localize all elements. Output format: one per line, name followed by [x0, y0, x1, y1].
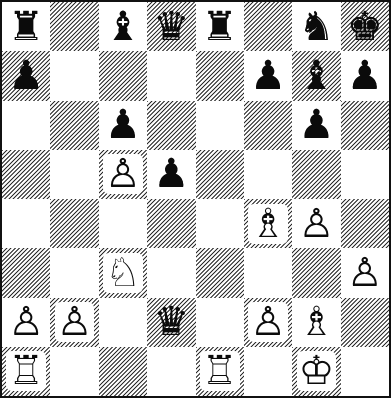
square-d2[interactable]: ♛ [147, 298, 195, 347]
square-e8[interactable]: ♜ [196, 2, 244, 51]
square-c1[interactable] [99, 347, 147, 396]
square-f8[interactable] [244, 2, 292, 51]
white-pawn-icon[interactable]: ♙ [6, 302, 46, 342]
white-pawn-icon[interactable]: ♙ [55, 302, 95, 342]
square-d5[interactable]: ♟ [147, 150, 195, 199]
square-g5[interactable] [292, 150, 340, 199]
square-e2[interactable] [196, 298, 244, 347]
square-g8[interactable]: ♞ [292, 2, 340, 51]
black-rook-icon[interactable]: ♜ [8, 7, 44, 47]
square-b8[interactable] [50, 2, 98, 51]
square-b4[interactable] [50, 199, 98, 248]
square-e1[interactable]: ♖ [196, 347, 244, 396]
black-pawn-icon[interactable]: ♟ [347, 56, 383, 96]
square-b2[interactable]: ♙ [50, 298, 98, 347]
square-f2[interactable]: ♙ [244, 298, 292, 347]
square-a4[interactable] [2, 199, 50, 248]
square-g6[interactable]: ♟ [292, 101, 340, 150]
black-bishop-icon[interactable]: ♝ [105, 7, 141, 47]
black-pawn-icon[interactable]: ♟ [105, 105, 141, 145]
square-a7[interactable]: ♟ [2, 51, 50, 100]
square-a6[interactable] [2, 101, 50, 150]
square-f4[interactable]: ♗ [244, 199, 292, 248]
square-b6[interactable] [50, 101, 98, 150]
white-pawn-icon[interactable]: ♙ [103, 154, 143, 194]
square-e5[interactable] [196, 150, 244, 199]
white-bishop-icon[interactable]: ♗ [248, 204, 288, 244]
white-rook-icon[interactable]: ♖ [200, 351, 240, 391]
square-c4[interactable] [99, 199, 147, 248]
square-h8[interactable]: ♚ [341, 2, 389, 51]
square-g4[interactable]: ♙ [292, 199, 340, 248]
square-c2[interactable] [99, 298, 147, 347]
square-h3[interactable]: ♙ [341, 248, 389, 297]
black-knight-icon[interactable]: ♞ [299, 7, 335, 47]
square-a5[interactable] [2, 150, 50, 199]
square-d6[interactable] [147, 101, 195, 150]
square-a2[interactable]: ♙ [2, 298, 50, 347]
white-rook-icon[interactable]: ♖ [6, 351, 46, 391]
square-c5[interactable]: ♙ [99, 150, 147, 199]
square-d1[interactable] [147, 347, 195, 396]
black-bishop-icon[interactable]: ♝ [299, 56, 335, 96]
square-f3[interactable] [244, 248, 292, 297]
black-rook-icon[interactable]: ♜ [202, 7, 238, 47]
white-pawn-icon[interactable]: ♙ [248, 302, 288, 342]
square-f7[interactable]: ♟ [244, 51, 292, 100]
square-c7[interactable] [99, 51, 147, 100]
black-queen-icon[interactable]: ♛ [153, 302, 189, 342]
square-h5[interactable] [341, 150, 389, 199]
square-h7[interactable]: ♟ [341, 51, 389, 100]
black-pawn-icon[interactable]: ♟ [299, 105, 335, 145]
square-d3[interactable] [147, 248, 195, 297]
white-king-icon[interactable]: ♔ [297, 351, 337, 391]
square-f5[interactable] [244, 150, 292, 199]
square-e3[interactable] [196, 248, 244, 297]
square-b1[interactable] [50, 347, 98, 396]
square-e4[interactable] [196, 199, 244, 248]
square-e6[interactable] [196, 101, 244, 150]
square-a1[interactable]: ♖ [2, 347, 50, 396]
square-f1[interactable] [244, 347, 292, 396]
square-g3[interactable] [292, 248, 340, 297]
square-c8[interactable]: ♝ [99, 2, 147, 51]
black-pawn-icon[interactable]: ♟ [8, 56, 44, 96]
square-e7[interactable] [196, 51, 244, 100]
square-a3[interactable] [2, 248, 50, 297]
square-d7[interactable] [147, 51, 195, 100]
square-b7[interactable] [50, 51, 98, 100]
square-h4[interactable] [341, 199, 389, 248]
white-pawn-icon[interactable]: ♙ [297, 204, 337, 244]
black-pawn-icon[interactable]: ♟ [153, 154, 189, 194]
square-h1[interactable] [341, 347, 389, 396]
square-f6[interactable] [244, 101, 292, 150]
square-b5[interactable] [50, 150, 98, 199]
white-bishop-icon[interactable]: ♗ [297, 302, 337, 342]
square-a8[interactable]: ♜ [2, 2, 50, 51]
square-h6[interactable] [341, 101, 389, 150]
square-g1[interactable]: ♔ [292, 347, 340, 396]
square-h2[interactable] [341, 298, 389, 347]
white-knight-icon[interactable]: ♘ [103, 253, 143, 293]
square-b3[interactable] [50, 248, 98, 297]
black-queen-icon[interactable]: ♛ [153, 7, 189, 47]
square-d8[interactable]: ♛ [147, 2, 195, 51]
white-pawn-icon[interactable]: ♙ [345, 253, 385, 293]
square-g2[interactable]: ♗ [292, 298, 340, 347]
square-c3[interactable]: ♘ [99, 248, 147, 297]
square-d4[interactable] [147, 199, 195, 248]
black-king-icon[interactable]: ♚ [347, 7, 383, 47]
square-c6[interactable]: ♟ [99, 101, 147, 150]
black-pawn-icon[interactable]: ♟ [250, 56, 286, 96]
square-g7[interactable]: ♝ [292, 51, 340, 100]
